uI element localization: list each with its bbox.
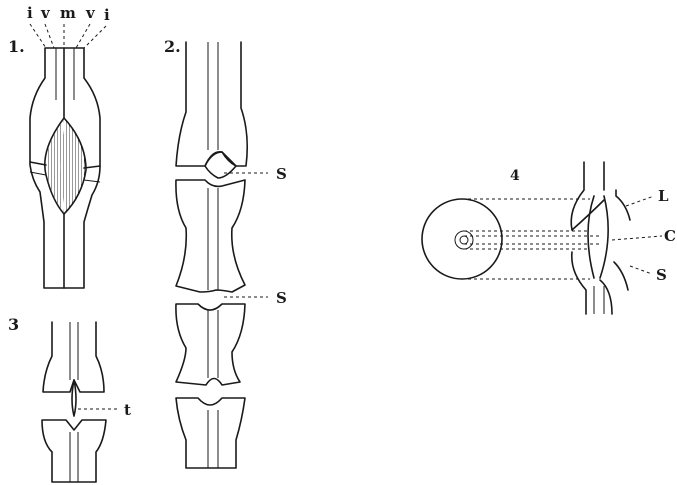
figure-3: 3 t xyxy=(8,315,131,482)
figure-3-number: 3 xyxy=(8,315,19,334)
figure-4-number: 4 xyxy=(510,168,520,184)
fig4-leader-l xyxy=(626,196,654,206)
fig1-label-i-left: i xyxy=(27,4,33,22)
fig4-label-s: S xyxy=(656,266,667,284)
fig3-lower-piece xyxy=(42,420,106,482)
fig1-label-i-right: i xyxy=(104,6,110,24)
fig4-label-c: C xyxy=(664,227,676,245)
figure-1: 1. i v m v i xyxy=(8,4,110,288)
fig1-label-v-right: v xyxy=(85,4,96,22)
figure-1-number: 1. xyxy=(8,37,25,56)
fig2-joint-1 xyxy=(205,152,236,178)
fig4-label-l: L xyxy=(658,187,669,205)
figure-2-number: 2. xyxy=(164,37,181,56)
fig3-thread xyxy=(72,380,76,416)
fig1-label-v-left: v xyxy=(40,4,51,22)
fig3-label-t: t xyxy=(124,401,131,419)
fig2-label-s-upper: S xyxy=(276,165,287,183)
fig1-leader-lines xyxy=(30,24,106,48)
fig4-side-view xyxy=(571,162,630,314)
figure-2: 2. S S xyxy=(164,37,287,468)
fig2-segment-1 xyxy=(176,42,247,166)
fig2-label-s-lower: S xyxy=(276,289,287,307)
fig4-leader-s xyxy=(630,266,652,274)
fig1-stem-segment xyxy=(30,48,100,288)
fig4-cross-section xyxy=(422,199,502,279)
fig4-projection-lines xyxy=(462,199,600,279)
fig1-label-m: m xyxy=(60,4,76,22)
fig2-segment-2 xyxy=(176,180,245,292)
fig2-segment-3 xyxy=(176,304,245,385)
fig4-leader-c xyxy=(612,236,662,240)
fig2-segment-4 xyxy=(176,398,245,468)
figure-4: 4 L xyxy=(422,162,676,314)
